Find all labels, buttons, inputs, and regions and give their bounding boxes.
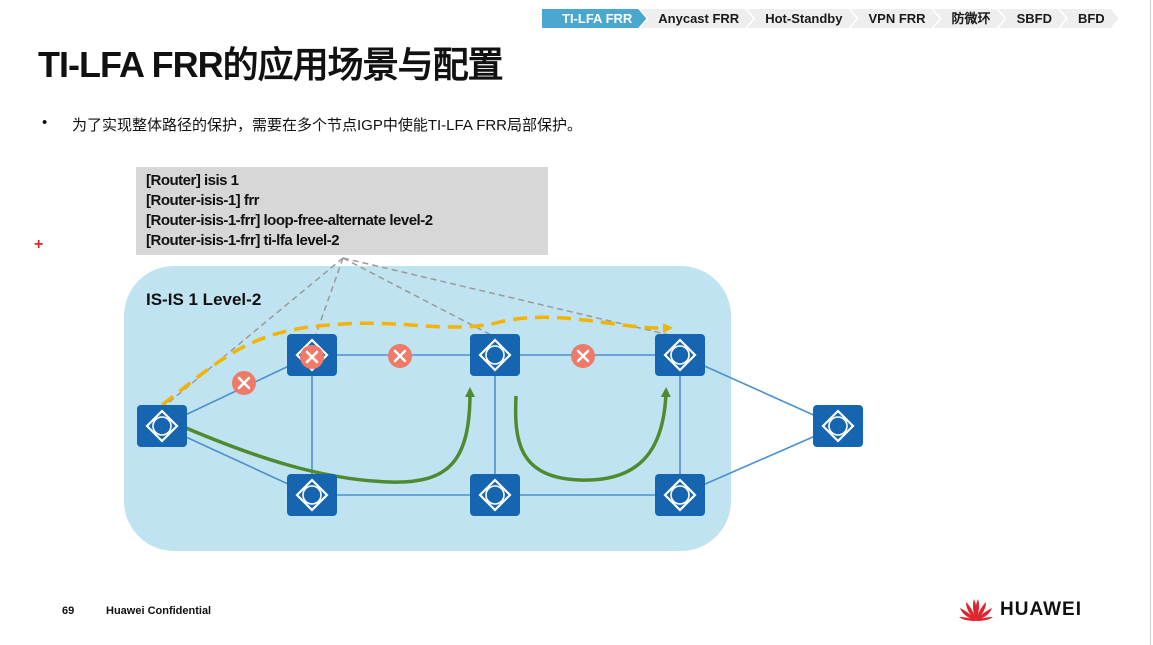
tab-ti-lfa-frr[interactable]: TI-LFA FRR bbox=[542, 9, 646, 28]
area-label: IS-IS 1 Level-2 bbox=[146, 290, 261, 309]
page-title: TI-LFA FRR的应用场景与配置 bbox=[38, 44, 504, 85]
bullet-text: 为了实现整体路径的保护，需要在多个节点IGP中使能TI-LFA FRR局部保护。 bbox=[72, 117, 583, 134]
router-icon bbox=[285, 472, 339, 518]
huawei-flower-icon bbox=[959, 599, 993, 621]
link bbox=[679, 425, 839, 496]
router-icon bbox=[653, 332, 707, 378]
failure-icon bbox=[386, 342, 414, 370]
config-line: [Router-isis-1] frr bbox=[146, 192, 260, 209]
tab-vpn-frr[interactable]: VPN FRR bbox=[850, 9, 939, 28]
failure-icon bbox=[230, 369, 258, 397]
config-line: [Router-isis-1-frr] loop-free-alternate … bbox=[146, 212, 433, 229]
config-link bbox=[314, 257, 344, 338]
config-line: [Router-isis-1-frr] ti-lfa level-2 bbox=[146, 232, 340, 249]
huawei-logo: HUAWEI bbox=[958, 597, 1082, 623]
backup-path-segment bbox=[185, 387, 475, 484]
failure-icon bbox=[298, 343, 326, 371]
tab-hot-standby[interactable]: Hot-Standby bbox=[747, 9, 856, 28]
router-icon bbox=[468, 332, 522, 378]
primary-path bbox=[160, 315, 673, 407]
backup-path-segment bbox=[513, 387, 671, 482]
page-number: 69 bbox=[62, 605, 75, 617]
router-icon bbox=[468, 472, 522, 518]
plus-marker: + bbox=[34, 236, 44, 253]
topic-nav: TI-LFA FRR Anycast FRR Hot-Standby VPN F… bbox=[542, 9, 1113, 28]
confidential-label: Huawei Confidential bbox=[106, 605, 212, 617]
router-icon bbox=[811, 403, 865, 449]
bullet-point: • 为了实现整体路径的保护，需要在多个节点IGP中使能TI-LFA FRR局部保… bbox=[42, 114, 582, 135]
brand-name: HUAWEI bbox=[1000, 599, 1082, 620]
config-link bbox=[342, 257, 679, 338]
tab-sbfd[interactable]: SBFD bbox=[999, 9, 1066, 28]
tab-bfd[interactable]: BFD bbox=[1060, 9, 1119, 28]
link bbox=[679, 354, 839, 427]
config-links bbox=[161, 257, 679, 409]
tab-anycast-frr[interactable]: Anycast FRR bbox=[640, 9, 753, 28]
config-link bbox=[342, 257, 496, 338]
failure-icon bbox=[569, 342, 597, 370]
config-box: [Router] isis 1 [Router-isis-1] frr [Rou… bbox=[136, 167, 548, 255]
config-link bbox=[161, 257, 344, 409]
config-line: [Router] isis 1 bbox=[146, 172, 239, 189]
router-icon bbox=[653, 472, 707, 518]
tab-microloop-avoidance[interactable]: 防微环 bbox=[934, 9, 1005, 28]
router-icon bbox=[135, 403, 189, 449]
right-edge-divider bbox=[1150, 0, 1151, 645]
bullet-dot: • bbox=[42, 114, 48, 131]
